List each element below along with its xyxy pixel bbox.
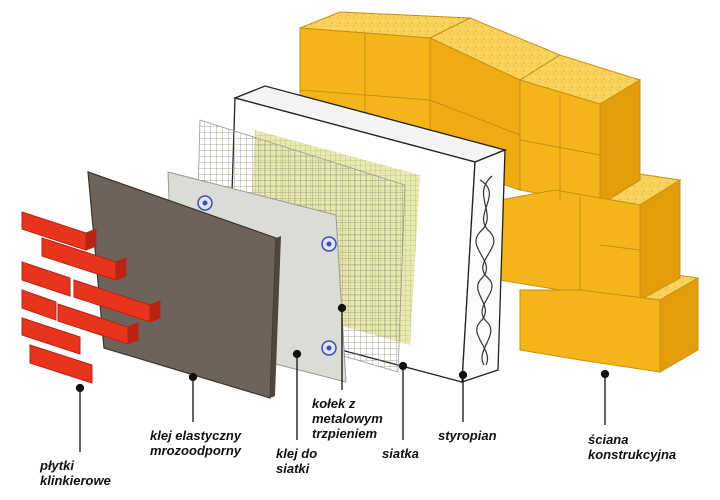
label-anchor: kołek z metalowym trzpieniem: [312, 396, 383, 441]
label-mesh-adhesive: klej do siatki: [276, 446, 318, 476]
label-structural-wall: ściana konstrukcyjna: [588, 432, 677, 462]
label-styrofoam: styropian: [438, 428, 497, 443]
brick-tiles: [21, 211, 161, 384]
leader-lines: [75, 303, 610, 452]
label-flexible-adhesive: klej elastyczny mrozoodporny: [150, 428, 242, 458]
label-mesh: siatka: [382, 446, 419, 461]
label-brick-tiles: płytki klinkierowe: [40, 458, 111, 488]
anchor-dowel-icon: [197, 195, 337, 356]
